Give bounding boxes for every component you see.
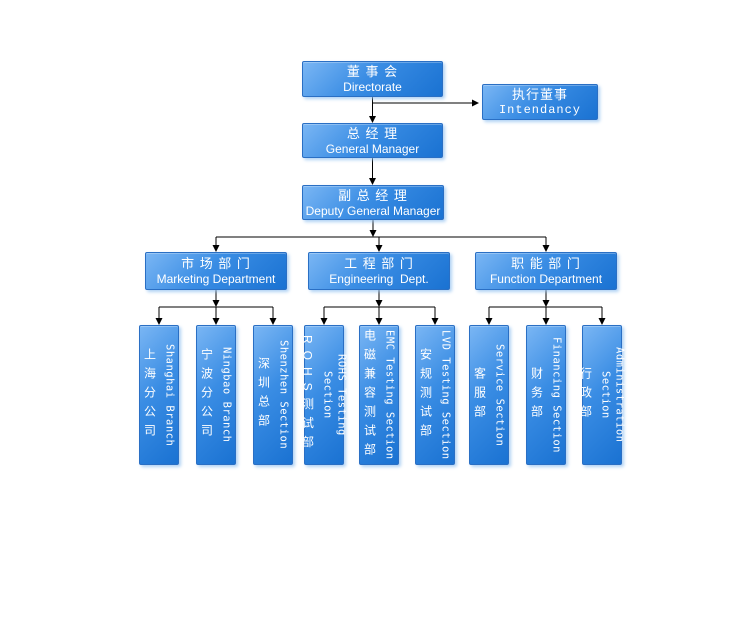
node-label-zh: 副 总 经 理 <box>338 187 408 203</box>
node-marketing-department: 市 场 部 门 Marketing Department <box>145 252 287 290</box>
node-emc-testing-section: 电磁兼容测试部 EMC Testing Section <box>359 325 399 465</box>
node-label-en: LVD Testing Section <box>439 330 452 460</box>
node-label-en: Intendancy <box>498 103 581 117</box>
node-label-en: Deputy General Manager <box>305 203 441 218</box>
node-label-zh: 上海分公司 <box>142 347 157 443</box>
node-service-section: 客服部 Service Section <box>469 325 509 465</box>
node-label-zh: 电磁兼容测试部 <box>362 328 377 462</box>
node-label-en: Function Department <box>489 272 603 286</box>
node-administration-section: 行政部 Administration Section <box>579 325 626 465</box>
node-function-department: 职 能 部 门 Function Department <box>475 252 617 290</box>
node-label-zh: 财务部 <box>529 366 544 424</box>
node-label-en: Shanghai Branch <box>163 343 176 447</box>
node-ningbao-branch: 宁波分公司 Ningbao Branch <box>196 325 236 465</box>
node-general-manager: 总 经 理 General Manager <box>302 123 443 158</box>
node-label-en: Administration Section <box>599 347 626 443</box>
node-label-en: General Manager <box>325 141 420 156</box>
node-label-zh: ROHS测试部 <box>300 335 315 455</box>
node-label-zh: 职 能 部 门 <box>511 256 581 271</box>
node-shanghai-branch: 上海分公司 Shanghai Branch <box>139 325 179 465</box>
node-label-en: Ningbao Branch <box>220 347 233 443</box>
node-label-zh: 市 场 部 门 <box>181 256 251 271</box>
node-deputy-general-manager: 副 总 经 理 Deputy General Manager <box>302 185 444 220</box>
node-shenzhen-section: 深圳总部 Shenzhen Section <box>253 325 293 465</box>
node-lvd-testing-section: 安规测试部 LVD Testing Section <box>415 325 455 465</box>
node-label-zh: 总 经 理 <box>346 125 399 141</box>
node-label-zh: 安规测试部 <box>418 347 433 443</box>
node-directorate: 董 事 会 Directorate <box>302 61 443 97</box>
node-rohs-testing-section: ROHS测试部 ROHS Testing Section <box>301 325 348 465</box>
node-label-zh: 工 程 部 门 <box>344 256 414 271</box>
node-label-en: Marketing Department <box>156 272 276 286</box>
node-engineering-dept: 工 程 部 门 Engineering Dept. <box>308 252 450 290</box>
node-label-en: Directorate <box>343 80 402 94</box>
node-label-zh: 深圳总部 <box>256 357 271 433</box>
node-label-en: Shenzhen Section <box>277 340 290 450</box>
node-financing-section: 财务部 Financing Section <box>526 325 566 465</box>
node-label-zh: 宁波分公司 <box>199 347 214 443</box>
node-label-en: Service Section <box>493 343 506 447</box>
node-intendancy: 执行董事 Intendancy <box>482 84 598 120</box>
node-label-en: EMC Testing Section <box>383 330 396 460</box>
node-label-zh: 客服部 <box>472 366 487 424</box>
node-label-en: Engineering Dept. <box>329 272 429 286</box>
node-label-zh: 行政部 <box>578 366 593 424</box>
node-label-zh: 董 事 会 <box>346 64 399 79</box>
node-label-zh: 执行董事 <box>511 87 568 102</box>
node-label-en: Financing Section <box>550 337 563 453</box>
node-label-en: ROHS Testing Section <box>321 354 348 436</box>
